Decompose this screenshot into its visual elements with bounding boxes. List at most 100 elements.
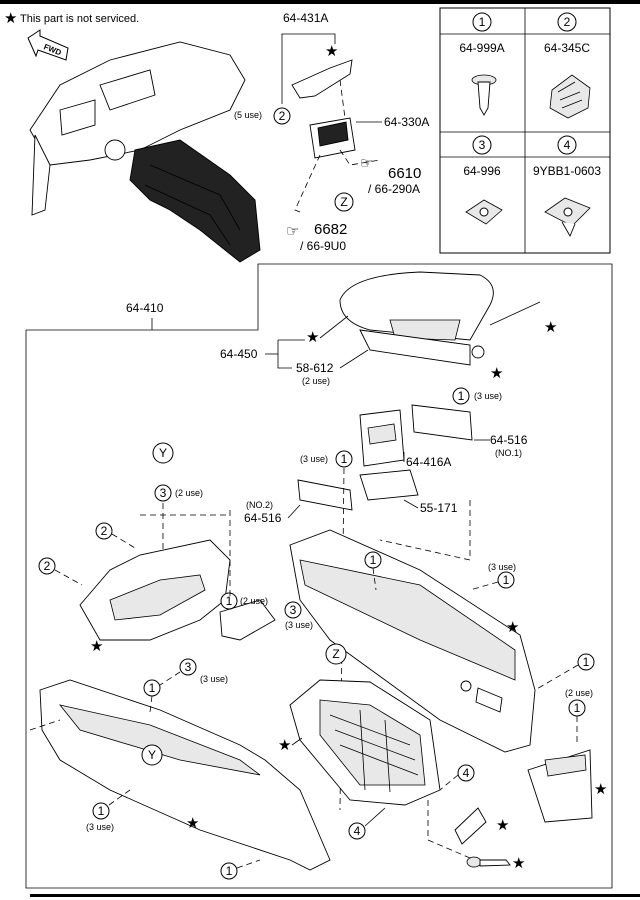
callout-2: 2	[564, 15, 571, 29]
top-bar	[0, 0, 640, 4]
callout-circle	[220, 862, 238, 880]
legend-star-icon: ★	[4, 10, 17, 27]
console-side-panel-right	[289, 529, 536, 753]
part-64-999A: 64-999A	[459, 41, 504, 55]
callout-1: 1	[479, 15, 486, 29]
callout-circle	[334, 192, 354, 212]
callout-1: 1	[458, 389, 465, 403]
small-bracket-right	[527, 749, 593, 823]
label-3-use: (3 use)	[285, 620, 313, 630]
label-5-use: (5 use)	[234, 110, 262, 120]
fwd-arrow-icon: FWD	[27, 29, 69, 61]
label-no2: (NO.2)	[246, 500, 273, 510]
star-icon: ★	[306, 329, 319, 346]
callout-circle	[95, 522, 113, 540]
callout-2: 2	[44, 559, 51, 573]
label-55-171: 55-171	[420, 501, 458, 515]
part-9YBB1-0603: 9YBB1-0603	[533, 164, 601, 178]
label-3-use: (3 use)	[300, 454, 328, 464]
bracket-no1	[411, 404, 473, 441]
callout-1: 1	[226, 594, 233, 608]
callout-circle	[141, 744, 163, 766]
label-64-516-no2: 64-516	[244, 511, 282, 525]
callout-y: Y	[148, 748, 156, 762]
label-3-use: (3 use)	[488, 562, 516, 572]
label-64-330A: 64-330A	[384, 115, 429, 129]
callout-circle	[325, 643, 347, 665]
callout-1: 1	[370, 553, 377, 567]
callout-circle	[92, 802, 110, 820]
callout-z: Z	[340, 195, 347, 209]
top-middle-group: 64-431A ★ 64-330A 2 (5 use) ☞ 6610 / 66-…	[234, 11, 429, 253]
callout-circle	[457, 764, 475, 782]
nut-clip-icon	[465, 199, 503, 225]
star-icon: ★	[186, 815, 199, 832]
callout-circle	[38, 557, 56, 575]
clip-icon	[549, 74, 591, 119]
part-64-345C: 64-345C	[544, 41, 590, 55]
legend-text: This part is not serviced.	[20, 13, 139, 25]
armrest-lid: ★ ★	[339, 271, 557, 382]
callout-3: 3	[479, 138, 486, 152]
callout-circle	[348, 822, 366, 840]
ref-66-9U0: / 66-9U0	[300, 239, 346, 253]
label-3-use: (3 use)	[474, 391, 502, 401]
label-64-410: 64-410	[126, 301, 164, 315]
label-3-use: (3 use)	[86, 822, 114, 832]
part-64-996: 64-996	[463, 164, 501, 178]
callout-circle	[220, 592, 238, 610]
callout-1: 1	[226, 864, 233, 878]
table-cell-2: 2 64-345C	[525, 12, 610, 119]
callout-2: 2	[279, 109, 286, 123]
label-no1: (NO.1)	[495, 448, 522, 458]
callout-1: 1	[98, 804, 105, 818]
hand-icon: ☞	[360, 155, 373, 172]
callout-circle	[335, 450, 353, 468]
table-cell-3: 3 64-996	[440, 135, 525, 225]
bezel-part	[291, 59, 353, 99]
callout-1: 1	[503, 573, 510, 587]
callout-y: Y	[159, 446, 167, 460]
screw-part	[466, 856, 511, 868]
star-icon: ★	[325, 43, 338, 60]
star-icon: ★	[278, 737, 291, 754]
callout-3: 3	[290, 603, 297, 617]
ref-66-290A: / 66-290A	[368, 182, 420, 196]
callout-1: 1	[583, 655, 590, 669]
label-2-use: (2 use)	[175, 488, 203, 498]
fastener-table: 1 64-999A 2 64-345C 3 64-996	[439, 7, 611, 254]
callout-4: 4	[463, 766, 470, 780]
callout-1: 1	[574, 701, 581, 715]
star-icon: ★	[496, 817, 509, 834]
star-icon: ★	[490, 365, 503, 382]
callout-1: 1	[341, 452, 348, 466]
clip-part	[454, 807, 487, 845]
label-58-612: 58-612	[296, 361, 334, 375]
dashboard-illustration	[29, 41, 261, 263]
label-64-416A: 64-416A	[406, 455, 451, 469]
table-cell-4: 4 9YBB1-0603	[525, 135, 610, 238]
star-icon: ★	[90, 638, 103, 655]
callout-circle	[577, 653, 595, 671]
console-side-panel-left	[39, 679, 331, 871]
label-64-516-no1: 64-516	[490, 433, 528, 447]
table-cell-1: 1 64-999A	[440, 12, 525, 116]
star-icon: ★	[506, 619, 519, 636]
callout-z: Z	[332, 647, 339, 661]
label-2-use: (2 use)	[302, 376, 330, 386]
callout-3: 3	[160, 486, 167, 500]
callout-circle	[154, 484, 172, 502]
callout-3: 3	[185, 660, 192, 674]
main-frame	[25, 263, 613, 889]
label-64-450: 64-450	[220, 347, 258, 361]
callout-circle	[273, 107, 291, 125]
label-2-use: (2 use)	[565, 688, 593, 698]
callout-1: 1	[149, 681, 156, 695]
center-storage-box	[289, 679, 441, 806]
callout-circle	[497, 571, 515, 589]
bottom-bar	[30, 894, 640, 897]
callout-circle	[452, 387, 470, 405]
star-icon: ★	[594, 781, 607, 798]
